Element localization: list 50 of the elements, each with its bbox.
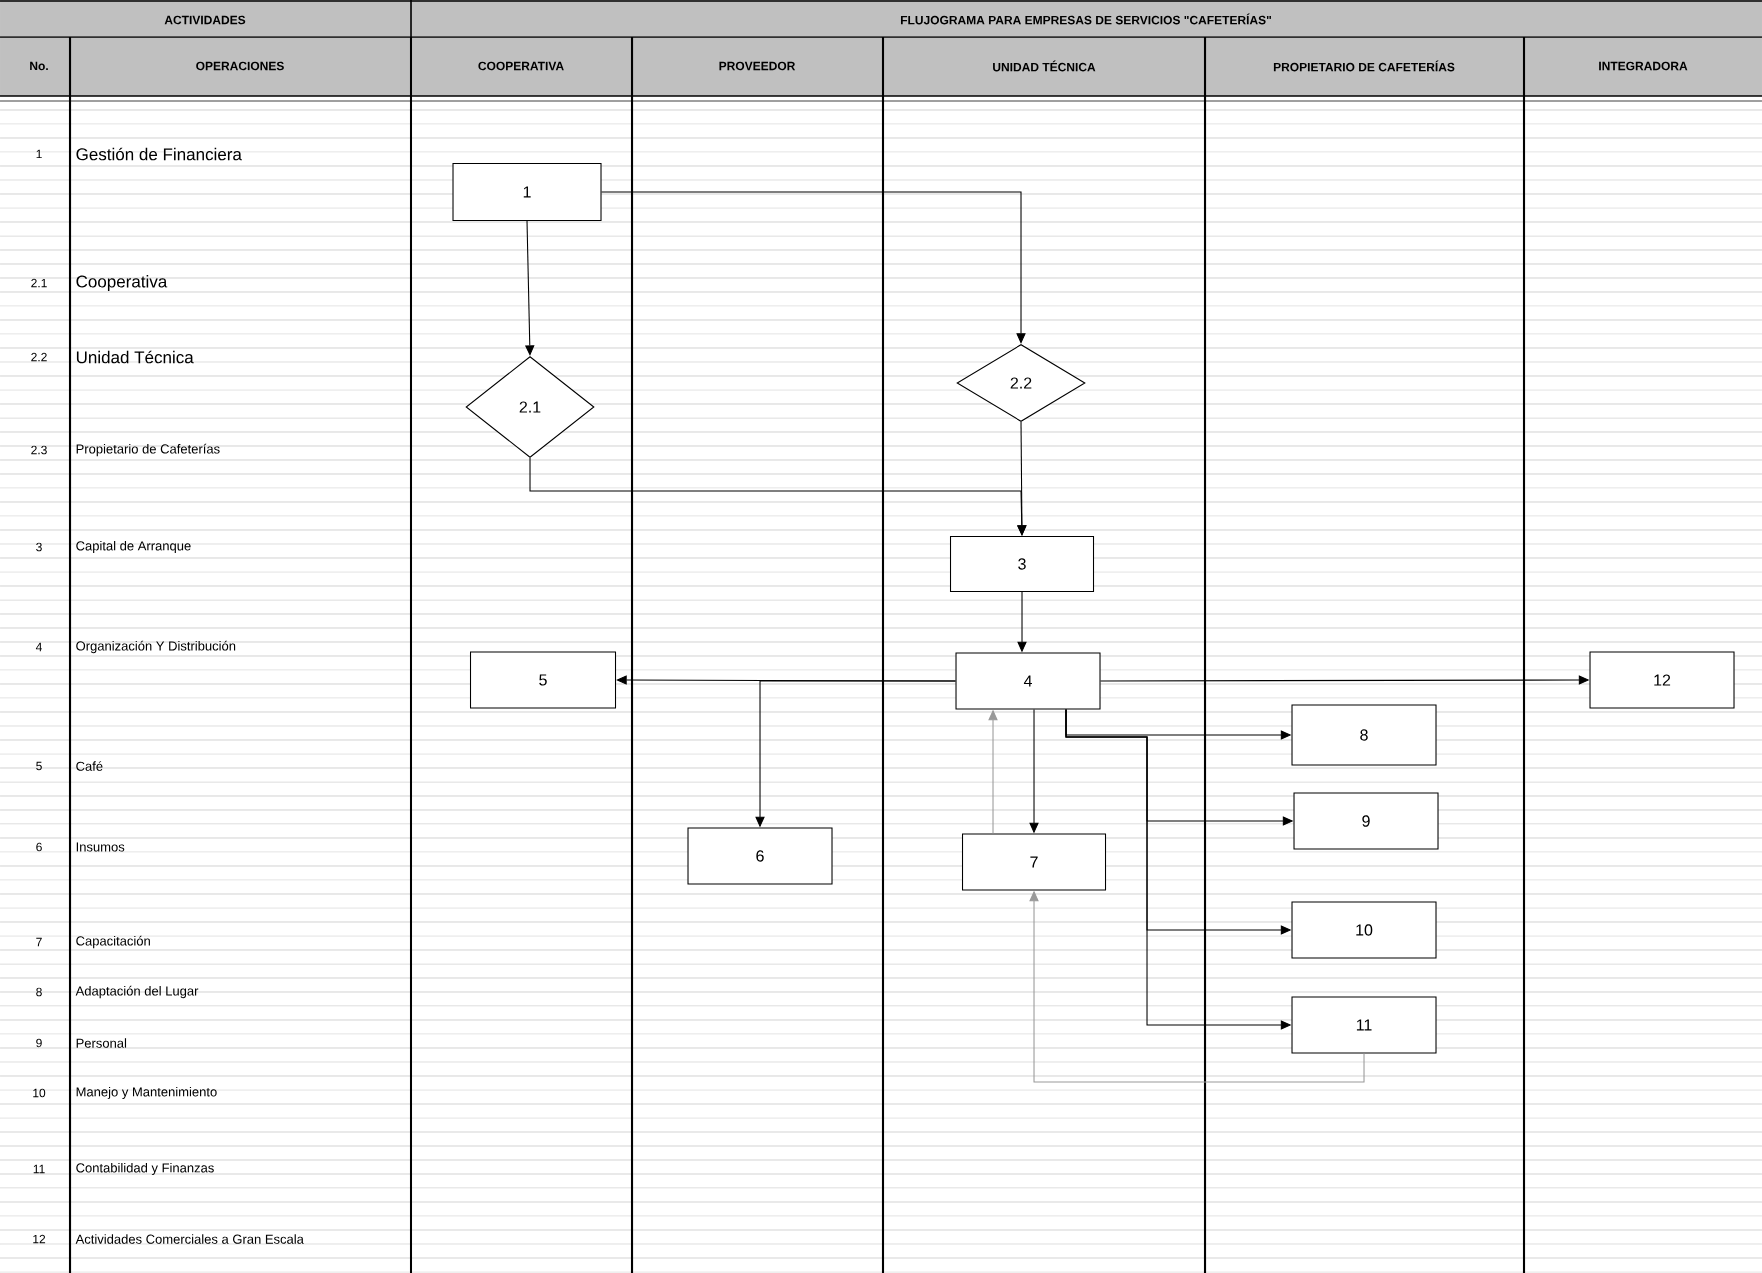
process-box: 6 (687, 827, 833, 885)
process-box: 1 (452, 162, 602, 222)
process-box: 9 (1293, 792, 1439, 850)
column-header: INTEGRADORA (1599, 61, 1688, 71)
table-title: FLUJOGRAMA PARA EMPRESAS DE SERVICIOS "CAFETERÍAS" (901, 13, 1271, 25)
activity-label: Insumos (76, 842, 125, 852)
row-number: 5 (36, 761, 42, 771)
column-header: No. (30, 61, 48, 71)
row-number: 3 (36, 542, 42, 552)
process-box: 4 (955, 652, 1101, 710)
process-box: 7 (961, 833, 1107, 891)
activity-label: Cooperativa (76, 275, 168, 291)
arrow (601, 191, 1026, 344)
activity-label: Capital de Arranque (76, 540, 191, 554)
activity-label: Unidad Técnica (76, 350, 194, 364)
arrow (1017, 421, 1027, 536)
activity-label: Gestión de Financiera (76, 147, 242, 161)
activity-label: Actividades Comerciales a Gran Escala (75, 1234, 304, 1244)
row-number: 2.3 (31, 445, 47, 455)
process-box: 12 (1589, 651, 1735, 709)
activity-label: Manejo y Mantenimiento (76, 1086, 217, 1100)
activity-label: Café (76, 761, 103, 771)
row-number: 11 (33, 1164, 45, 1174)
column-header: PROVEEDOR (719, 61, 796, 71)
column-header: COOPERATIVA (478, 61, 564, 71)
row-number: 1 (36, 149, 42, 159)
row-number: 2.2 (31, 352, 47, 362)
row-number: 6 (36, 842, 42, 852)
row-number: 2.1 (31, 278, 47, 288)
column-header: UNIDAD TÉCNICA (993, 60, 1096, 72)
process-box: 11 (1291, 996, 1437, 1054)
process-box: 8 (1291, 704, 1437, 766)
column-header: ACTIVIDADES (164, 15, 246, 25)
column-header: PROPIETARIO DE CAFETERÍAS (1273, 60, 1455, 72)
activity-label: Contabilidad y Finanzas (76, 1162, 214, 1176)
process-box: 10 (1291, 901, 1437, 959)
activity-label: Organización Y Distribución (76, 640, 236, 654)
activity-label: Capacitación (76, 935, 150, 949)
activity-label: Personal (76, 1038, 127, 1048)
activity-label: Propietario de Cafeterías (76, 443, 220, 457)
row-number: 9 (36, 1038, 42, 1048)
row-number: 4 (35, 642, 42, 652)
activity-label: Adaptación del Lugar (75, 985, 199, 999)
row-number: 8 (36, 987, 42, 997)
row-number: 10 (33, 1088, 46, 1098)
process-box: 3 (950, 535, 1095, 593)
row-number: 12 (33, 1234, 46, 1244)
process-box: 5 (469, 651, 617, 709)
column-header: OPERACIONES (196, 61, 284, 71)
row-number: 7 (36, 937, 42, 947)
